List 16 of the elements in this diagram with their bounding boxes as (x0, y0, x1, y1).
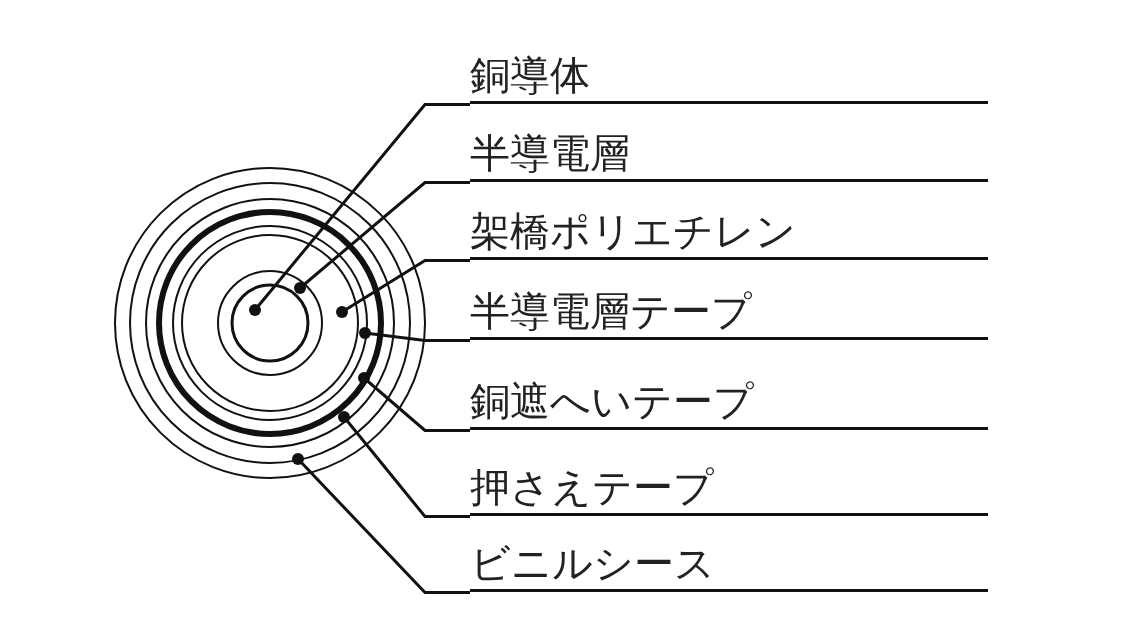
leader-line (358, 372, 470, 432)
leader-line (249, 103, 470, 316)
leader-line (338, 411, 470, 518)
leader-line (294, 181, 470, 294)
leader-line (292, 453, 470, 594)
part-label: 銅遮へいテープ (470, 375, 988, 430)
cable-layer-ring (114, 167, 426, 479)
leader-line (359, 327, 470, 342)
cable-layer-ring (156, 209, 384, 437)
leader-line (336, 259, 470, 318)
part-label: 銅導体 (470, 49, 988, 104)
part-label: 架橋ポリエチレン (470, 205, 988, 260)
part-label: 半導電層 (470, 127, 988, 182)
part-label: ビニルシース (470, 537, 988, 592)
part-label: 半導電層テープ (470, 285, 988, 340)
part-label: 押さえテープ (470, 461, 988, 516)
